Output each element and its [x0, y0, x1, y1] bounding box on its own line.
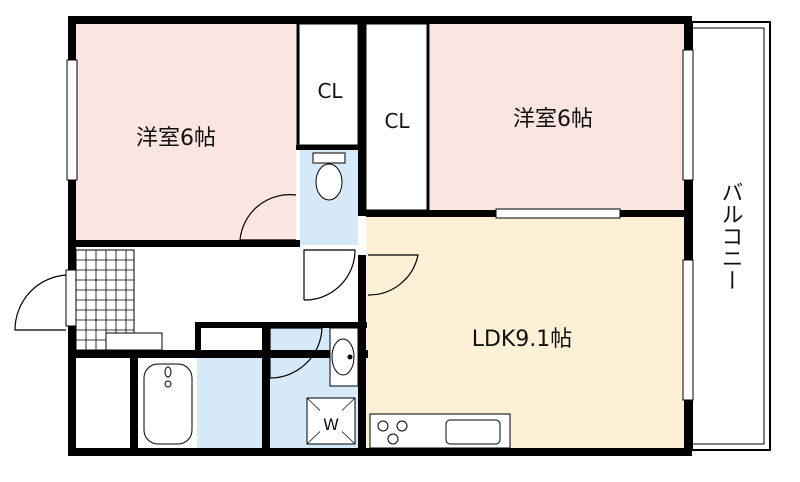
toilet-icon [312, 152, 346, 201]
sink-icon [329, 327, 359, 387]
western-room-left [76, 24, 296, 240]
kitchen-counter [369, 413, 511, 449]
balcony-label: バルコニー [718, 181, 743, 291]
windows[interactable] [65, 49, 694, 401]
western-room-right-label: 洋室6帖 [513, 107, 593, 132]
washer-icon [306, 397, 356, 445]
shoe-cabinet [105, 332, 163, 351]
washer-label: W [323, 415, 339, 434]
doors[interactable] [14, 194, 419, 379]
western-room-left-label: 洋室6帖 [136, 126, 216, 151]
closet-left-label: CL [317, 79, 343, 103]
storage [76, 358, 130, 448]
ldk-label: LDK9.1帖 [472, 327, 573, 352]
ldk-room [366, 217, 684, 448]
bath-anteroom [197, 358, 262, 448]
closet-right [365, 23, 429, 211]
closet-right-label: CL [384, 109, 410, 133]
western-room-right [430, 24, 684, 210]
closet-left [297, 23, 359, 146]
bathtub-icon [143, 363, 193, 445]
